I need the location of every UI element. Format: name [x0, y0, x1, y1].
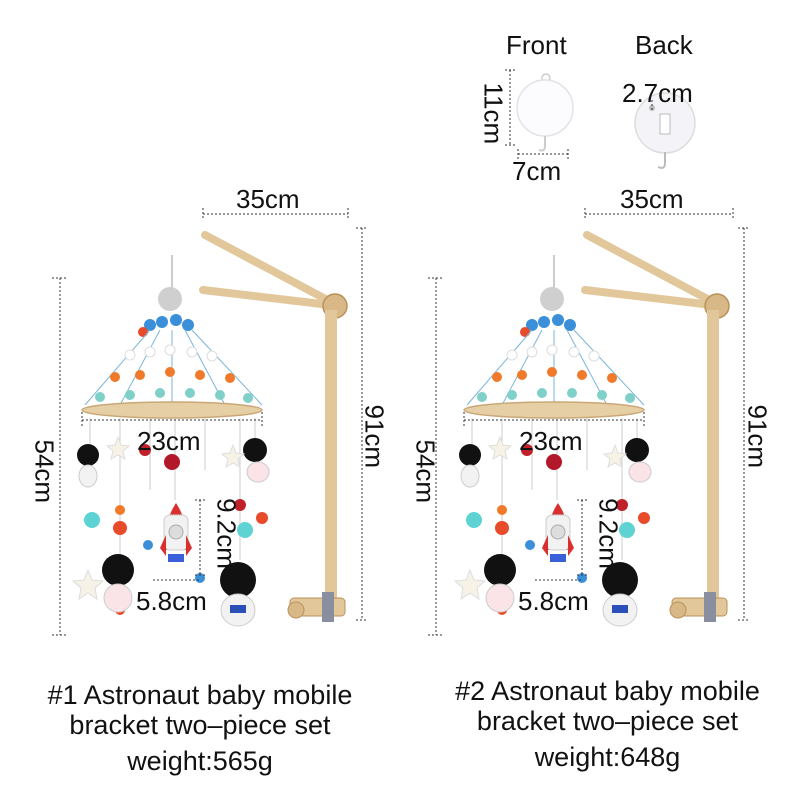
product-2-mobile-height: 54cm: [410, 439, 441, 504]
motor-height-label: 11cm: [478, 82, 509, 145]
product-2-caption: #2 Astronaut baby mobile bracket two–pie…: [420, 676, 795, 772]
motor-dimension-lines: [505, 69, 653, 159]
product-1-rocket-height: 9.2cm: [211, 498, 242, 569]
motor-back-label: Back: [635, 30, 693, 60]
product-2-rocket-width: 5.8cm: [518, 586, 589, 616]
product-2-rocket-height: 9.2cm: [593, 498, 624, 569]
product-1-ring-diameter: 23cm: [137, 426, 201, 456]
product-2-dimension-lines: [428, 208, 750, 636]
product-1-caption-line2: bracket two–piece set: [69, 710, 331, 740]
product-2-caption-line1: #2 Astronaut baby mobile: [455, 676, 760, 706]
product-1-caption: #1 Astronaut baby mobile bracket two–pie…: [5, 680, 395, 776]
product-1-weight: weight:565g: [127, 746, 273, 776]
product-2-caption-line2: bracket two–piece set: [476, 706, 739, 736]
product-1-caption-line1: #1 Astronaut baby mobile: [47, 680, 353, 710]
product-2-ring-diameter: 23cm: [519, 426, 583, 456]
motor-front-label: Front: [506, 30, 567, 60]
product-1-bracket-width: 35cm: [236, 184, 300, 214]
product-1-bracket-height: 91cm: [359, 404, 390, 469]
product-2-weight: weight:648g: [534, 742, 681, 772]
motor-front-image: [516, 73, 574, 152]
product-1-dimension-lines: [52, 208, 368, 636]
product-1-mobile-height: 54cm: [29, 439, 60, 504]
motor-width-label: 7cm: [512, 156, 562, 186]
product-2-bracket-width: 35cm: [620, 184, 684, 214]
motor-depth-label: 2.7cm: [622, 78, 693, 108]
product-2-bracket-height: 91cm: [742, 404, 773, 469]
product-1-rocket-width: 5.8cm: [136, 586, 207, 616]
